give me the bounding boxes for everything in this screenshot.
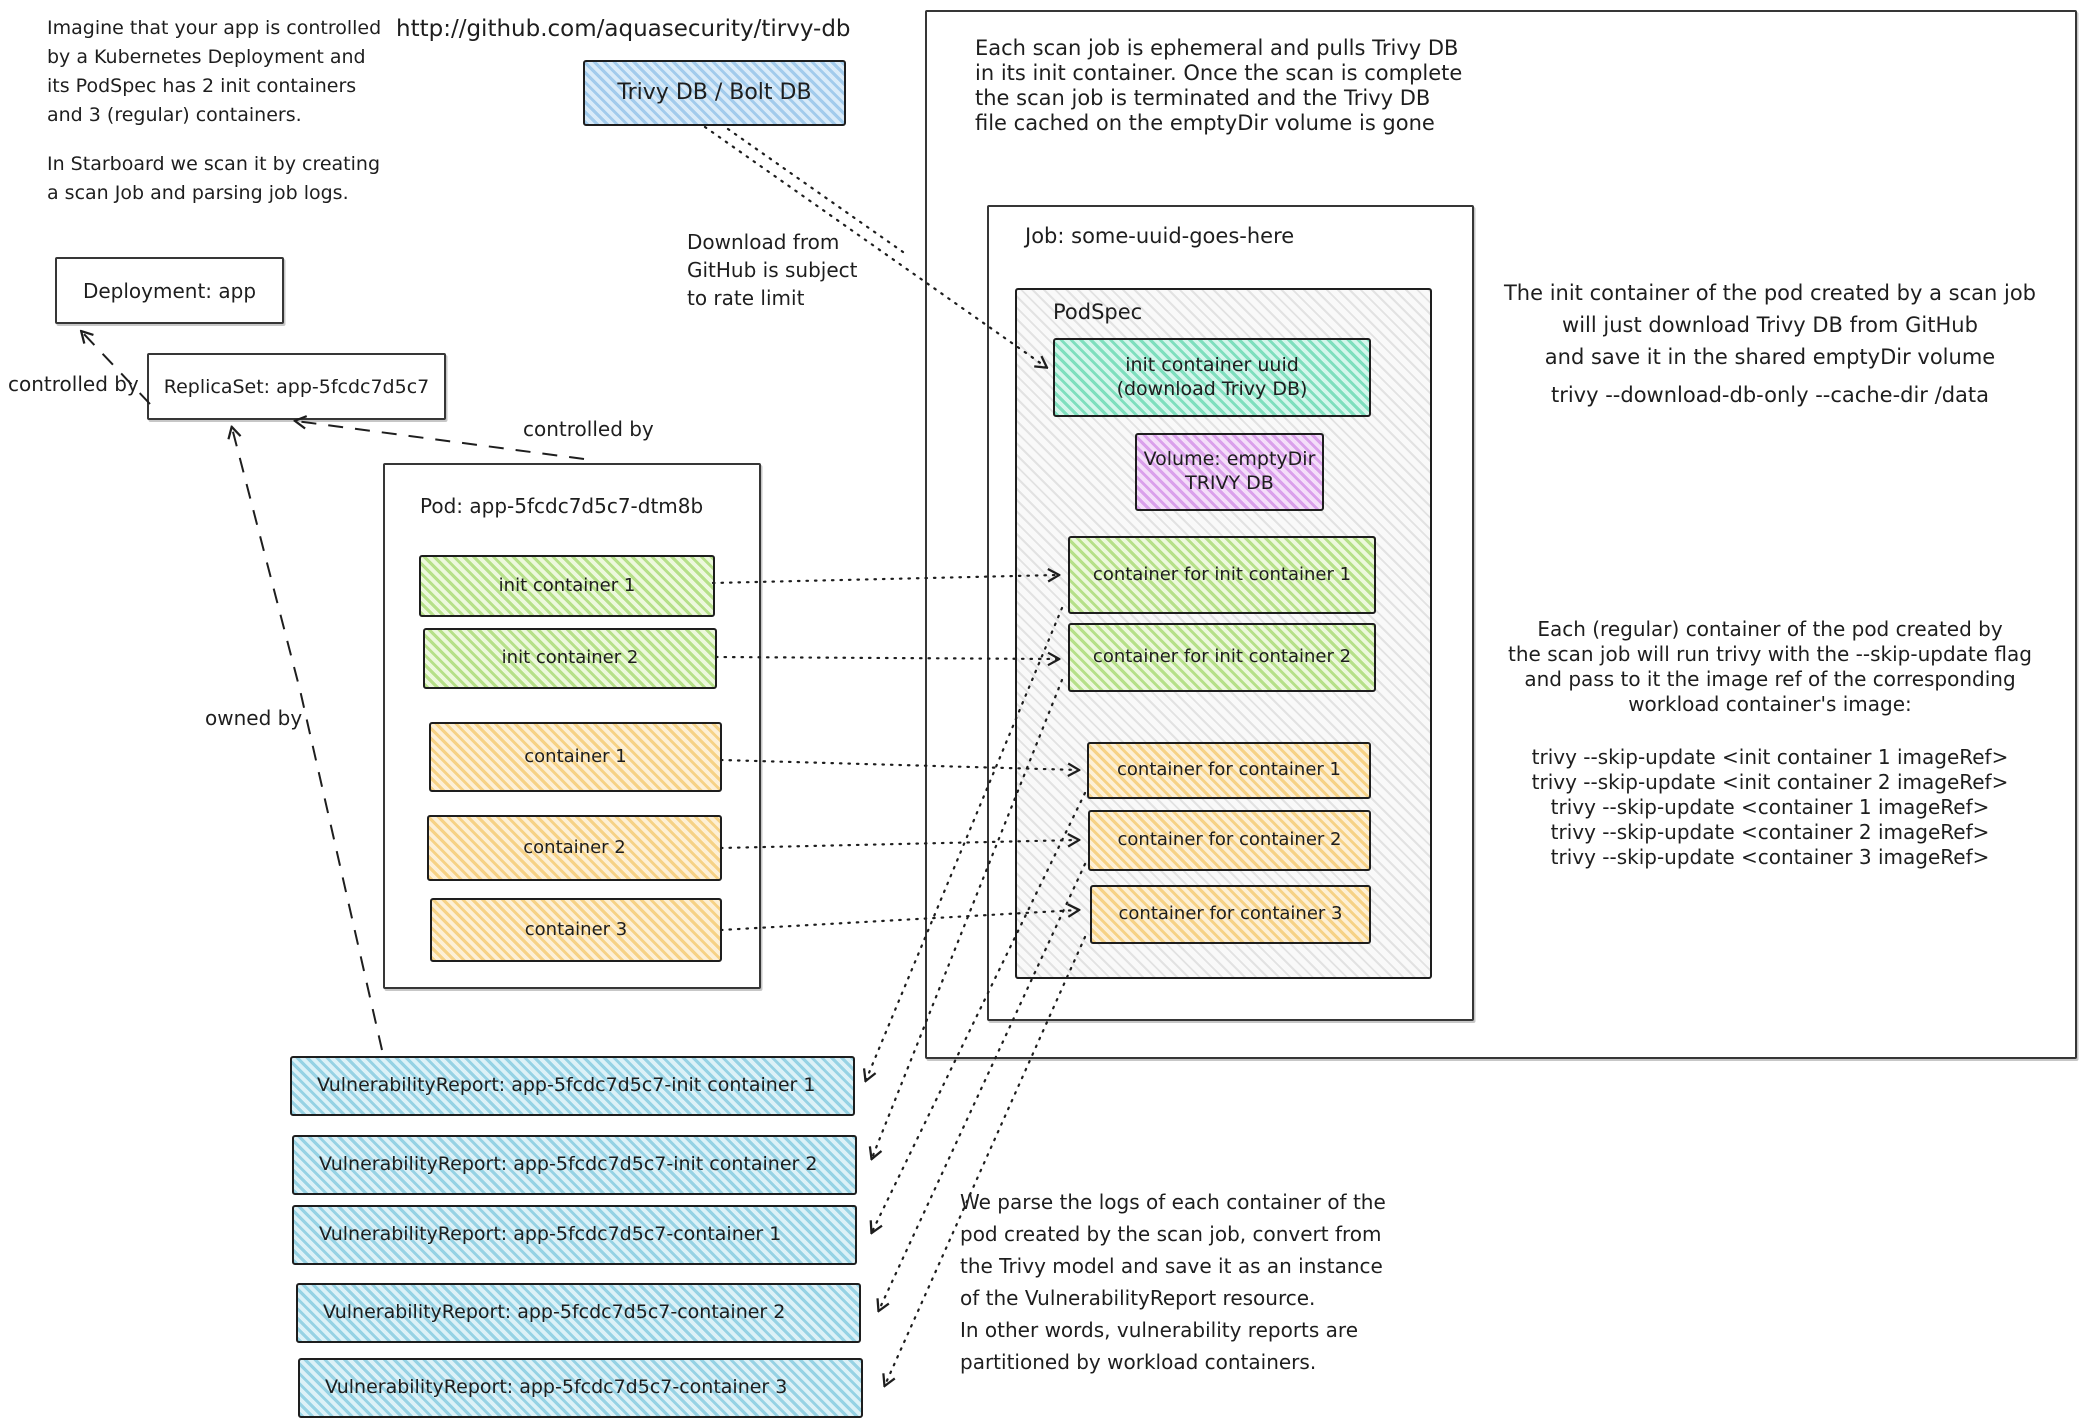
owned-by-label: owned by: [205, 706, 303, 730]
vulnerability-report-label: VulnerabilityReport: app-5fcdc7d5c7-init…: [317, 1074, 816, 1097]
pod-container-2: container 2: [427, 815, 722, 881]
ephemeral-note: Each scan job is ephemeral and pulls Tri…: [975, 36, 1463, 135]
job-container-label: container for container 3: [1118, 903, 1343, 925]
vulnerability-report-label: VulnerabilityReport: app-5fcdc7d5c7-cont…: [323, 1301, 786, 1324]
job-container-3: container for container 3: [1090, 885, 1371, 944]
controlled-by-label-2: controlled by: [523, 417, 654, 441]
replicaset-label: ReplicaSet: app-5fcdc7d5c7: [163, 375, 430, 398]
job-container-label: container for container 2: [1117, 829, 1342, 851]
pod-container-init-2: init container 2: [423, 628, 717, 689]
regular-container-note: Each (regular) container of the pod crea…: [1508, 617, 2032, 716]
github-url: http://github.com/aquasecurity/tirvy-db: [396, 16, 851, 42]
skip-update-commands: trivy --skip-update <init container 1 im…: [1531, 745, 2009, 869]
job-container-label: container for init container 1: [1092, 563, 1352, 585]
pod-container-label: container 3: [524, 918, 628, 940]
controlled-by-label-1: controlled by: [8, 372, 139, 396]
vulnerability-report-box-3: VulnerabilityReport: app-5fcdc7d5c7-cont…: [292, 1205, 857, 1265]
emptydir-volume-box: Volume: emptyDir TRIVY DB: [1135, 433, 1324, 511]
vulnerability-report-label: VulnerabilityReport: app-5fcdc7d5c7-init…: [319, 1153, 818, 1176]
pod-container-label: container 2: [523, 836, 626, 858]
intro-note: Imagine that your app is controlled by a…: [47, 17, 382, 126]
job-container-2: container for container 2: [1088, 810, 1371, 871]
vulnerability-report-label: VulnerabilityReport: app-5fcdc7d5c7-cont…: [319, 1223, 782, 1246]
job-container-1: container for container 1: [1087, 742, 1371, 799]
dashed-line-reports-to-replicaset: [232, 428, 383, 1051]
init-trivy-command: trivy --download-db-only --cache-dir /da…: [1550, 383, 1989, 407]
pod-container-label: init container 2: [501, 647, 639, 669]
vulnerability-report-label: VulnerabilityReport: app-5fcdc7d5c7-cont…: [325, 1376, 788, 1399]
replicaset-box: ReplicaSet: app-5fcdc7d5c7: [147, 353, 446, 420]
trivy-db-label: Trivy DB / Bolt DB: [617, 80, 812, 106]
starboard-note: In Starboard we scan it by creating a sc…: [47, 153, 381, 204]
rate-limit-note: Download from GitHub is subject to rate …: [687, 230, 858, 310]
vulnerability-report-box-1: VulnerabilityReport: app-5fcdc7d5c7-init…: [290, 1056, 855, 1116]
pod-container-label: container 1: [524, 745, 627, 767]
job-container-label: container for init container 2: [1092, 646, 1352, 668]
emptydir-volume-label: Volume: emptyDir TRIVY DB: [1143, 448, 1316, 494]
podspec-label: PodSpec: [1053, 300, 1143, 324]
parse-logs-note: We parse the logs of each container of t…: [960, 1190, 1386, 1374]
job-container-init-1: container for init container 1: [1068, 536, 1376, 614]
init-container-uuid-label: init container uuid (download Trivy DB): [1116, 353, 1308, 400]
pod-title: Pod: app-5fcdc7d5c7-dtm8b: [420, 494, 704, 518]
vulnerability-report-box-4: VulnerabilityReport: app-5fcdc7d5c7-cont…: [296, 1283, 861, 1343]
pod-container-3: container 3: [430, 898, 722, 962]
vulnerability-report-box-5: VulnerabilityReport: app-5fcdc7d5c7-cont…: [298, 1358, 863, 1418]
deployment-label: Deployment: app: [82, 278, 257, 303]
trivy-db-box: Trivy DB / Bolt DB: [583, 60, 846, 126]
pod-container-1: container 1: [429, 722, 722, 792]
pod-container-init-1: init container 1: [419, 555, 715, 617]
pod-container-label: init container 1: [498, 574, 636, 596]
job-title: Job: some-uuid-goes-here: [1025, 224, 1295, 248]
job-container-init-2: container for init container 2: [1068, 623, 1376, 692]
init-container-note: The init container of the pod created by…: [1503, 281, 2037, 369]
init-container-uuid-box: init container uuid (download Trivy DB): [1053, 338, 1371, 417]
deployment-box: Deployment: app: [55, 257, 284, 324]
vulnerability-report-box-2: VulnerabilityReport: app-5fcdc7d5c7-init…: [292, 1135, 857, 1195]
job-container-label: container for container 1: [1117, 759, 1341, 781]
